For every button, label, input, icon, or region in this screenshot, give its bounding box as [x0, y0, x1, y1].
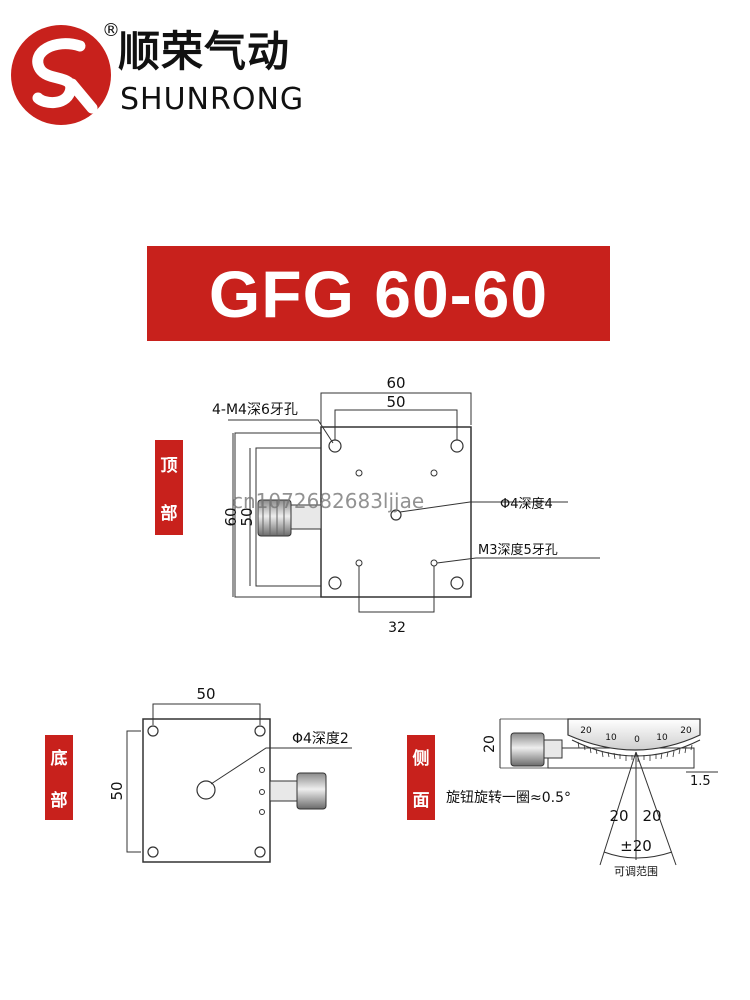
dial-label: 20 [680, 726, 692, 736]
bottom-plate [142, 718, 271, 863]
dim-left-60: 60 [222, 507, 240, 526]
title-banner: GFG 60-60 [147, 246, 610, 341]
dim-top-60: 60 [386, 374, 405, 392]
leader-center [399, 501, 568, 513]
leader-small [436, 557, 600, 564]
bottom-knob-icon [296, 772, 327, 810]
note-mount-holes: 4-M4深6牙孔 [212, 402, 298, 418]
mount-hole [147, 846, 159, 858]
dim-bottom-width: 50 [196, 685, 215, 703]
angle-range-label: ±20 [620, 837, 652, 855]
top-bracket [255, 447, 321, 587]
tag-side-char-1: 侧 [412, 748, 430, 769]
mount-hole [254, 725, 266, 737]
leader-bottom-center [210, 747, 352, 785]
product-title: GFG 60-60 [208, 256, 549, 331]
dim-bottom-height: 50 [108, 781, 126, 800]
mount-hole [450, 576, 464, 590]
tag-bottom-char-2: 部 [50, 791, 68, 812]
note-rotation: 旋钮旋转一圈≈0.5° [446, 790, 571, 806]
angle-line [635, 751, 677, 866]
side-view [499, 718, 718, 866]
registered-mark: ® [102, 20, 120, 41]
brand-logo-icon [11, 25, 111, 125]
note-center-hole: Φ4深度4 [500, 496, 553, 512]
dim-line-bottom-50 [152, 703, 261, 725]
center-hole [196, 780, 216, 800]
dial-label: 0 [634, 735, 640, 745]
dim-bottom-32: 32 [388, 620, 406, 636]
small-hole [430, 469, 438, 477]
dial-label: 20 [580, 726, 592, 736]
side-knob-shaft [541, 739, 563, 759]
tag-top-view: 顶 部 [155, 440, 183, 535]
mount-hole [328, 576, 342, 590]
small-hole [259, 809, 265, 815]
dim-side-height: 20 [482, 735, 498, 753]
tag-bottom-view: 底 部 [45, 735, 73, 820]
angle-left-label: 20 [609, 807, 628, 825]
dim-left-50: 50 [238, 507, 256, 526]
range-caption: 可调范围 [614, 864, 658, 878]
angle-line [599, 751, 637, 866]
dial-ticks [577, 741, 693, 762]
top-knob-icon [257, 499, 292, 537]
leader-mount [228, 419, 334, 444]
tag-bottom-char-1: 底 [50, 748, 68, 769]
dial-label: 10 [656, 733, 668, 743]
tag-top-char-1: 顶 [160, 456, 178, 477]
center-hole [390, 509, 402, 521]
watermark: cn1072682683ljjae [232, 489, 424, 513]
small-hole [259, 789, 265, 795]
angle-arc [603, 851, 673, 859]
dim-line-bottom-left-50 [126, 730, 141, 853]
small-hole [259, 767, 265, 773]
dim-line-50 [334, 409, 458, 440]
brand-name-cn: 顺荣气动 [118, 27, 291, 76]
tag-side-char-2: 面 [412, 791, 430, 812]
top-knob-shaft [289, 504, 322, 530]
bottom-knob-shaft [269, 780, 299, 802]
tag-top-char-2: 部 [160, 503, 178, 524]
dim-line-32 [358, 566, 435, 613]
mount-hole [147, 725, 159, 737]
angle-right-label: 20 [642, 807, 661, 825]
dim-top-50: 50 [386, 393, 405, 411]
bottom-view [126, 703, 352, 863]
top-view [228, 392, 600, 613]
mount-hole [254, 846, 266, 858]
tag-side-view: 侧 面 [407, 735, 435, 820]
brand-name-en: SHUNRONG [120, 82, 305, 117]
dim-line-60 [320, 392, 472, 425]
dim-side-offset: 1.5 [690, 774, 711, 789]
small-hole [355, 469, 363, 477]
side-top-plate [567, 718, 701, 751]
side-knob-icon [510, 732, 545, 767]
dial-label: 10 [605, 733, 617, 743]
note-small-holes: M3深度5牙孔 [478, 542, 558, 558]
note-bottom-center-hole: Φ4深度2 [292, 731, 349, 747]
